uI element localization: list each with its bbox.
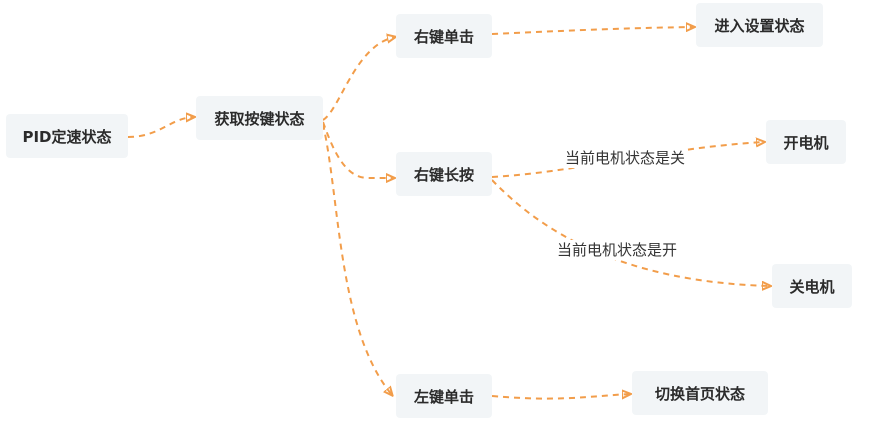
node-right-long-press: 右键长按 bbox=[396, 152, 492, 196]
edge-getkey-to-longpress bbox=[322, 121, 394, 178]
edge-getkey-to-leftclick bbox=[322, 123, 392, 395]
node-enter-settings-state: 进入设置状态 bbox=[696, 3, 823, 47]
node-motor-off: 关电机 bbox=[772, 264, 852, 308]
node-get-key-state: 获取按键状态 bbox=[196, 96, 323, 140]
node-pid-speed-state: PID定速状态 bbox=[6, 114, 128, 158]
node-left-click: 左键单击 bbox=[396, 374, 492, 418]
edge-rightclick-to-settings bbox=[491, 27, 694, 35]
edge-longpress-to-motoron bbox=[491, 142, 764, 178]
node-motor-on: 开电机 bbox=[766, 120, 846, 164]
edge-longpress-to-motoroff bbox=[491, 179, 770, 286]
edge-pid-to-getkey bbox=[127, 117, 194, 138]
node-right-click: 右键单击 bbox=[396, 14, 492, 58]
edge-getkey-to-rightclick bbox=[322, 37, 395, 121]
node-switch-home-state: 切换首页状态 bbox=[632, 371, 768, 415]
edge-leftclick-to-home bbox=[491, 394, 630, 400]
edge-label-motor-currently-off: 当前电机状态是关 bbox=[563, 148, 688, 168]
edge-label-motor-currently-on: 当前电机状态是开 bbox=[555, 240, 680, 260]
